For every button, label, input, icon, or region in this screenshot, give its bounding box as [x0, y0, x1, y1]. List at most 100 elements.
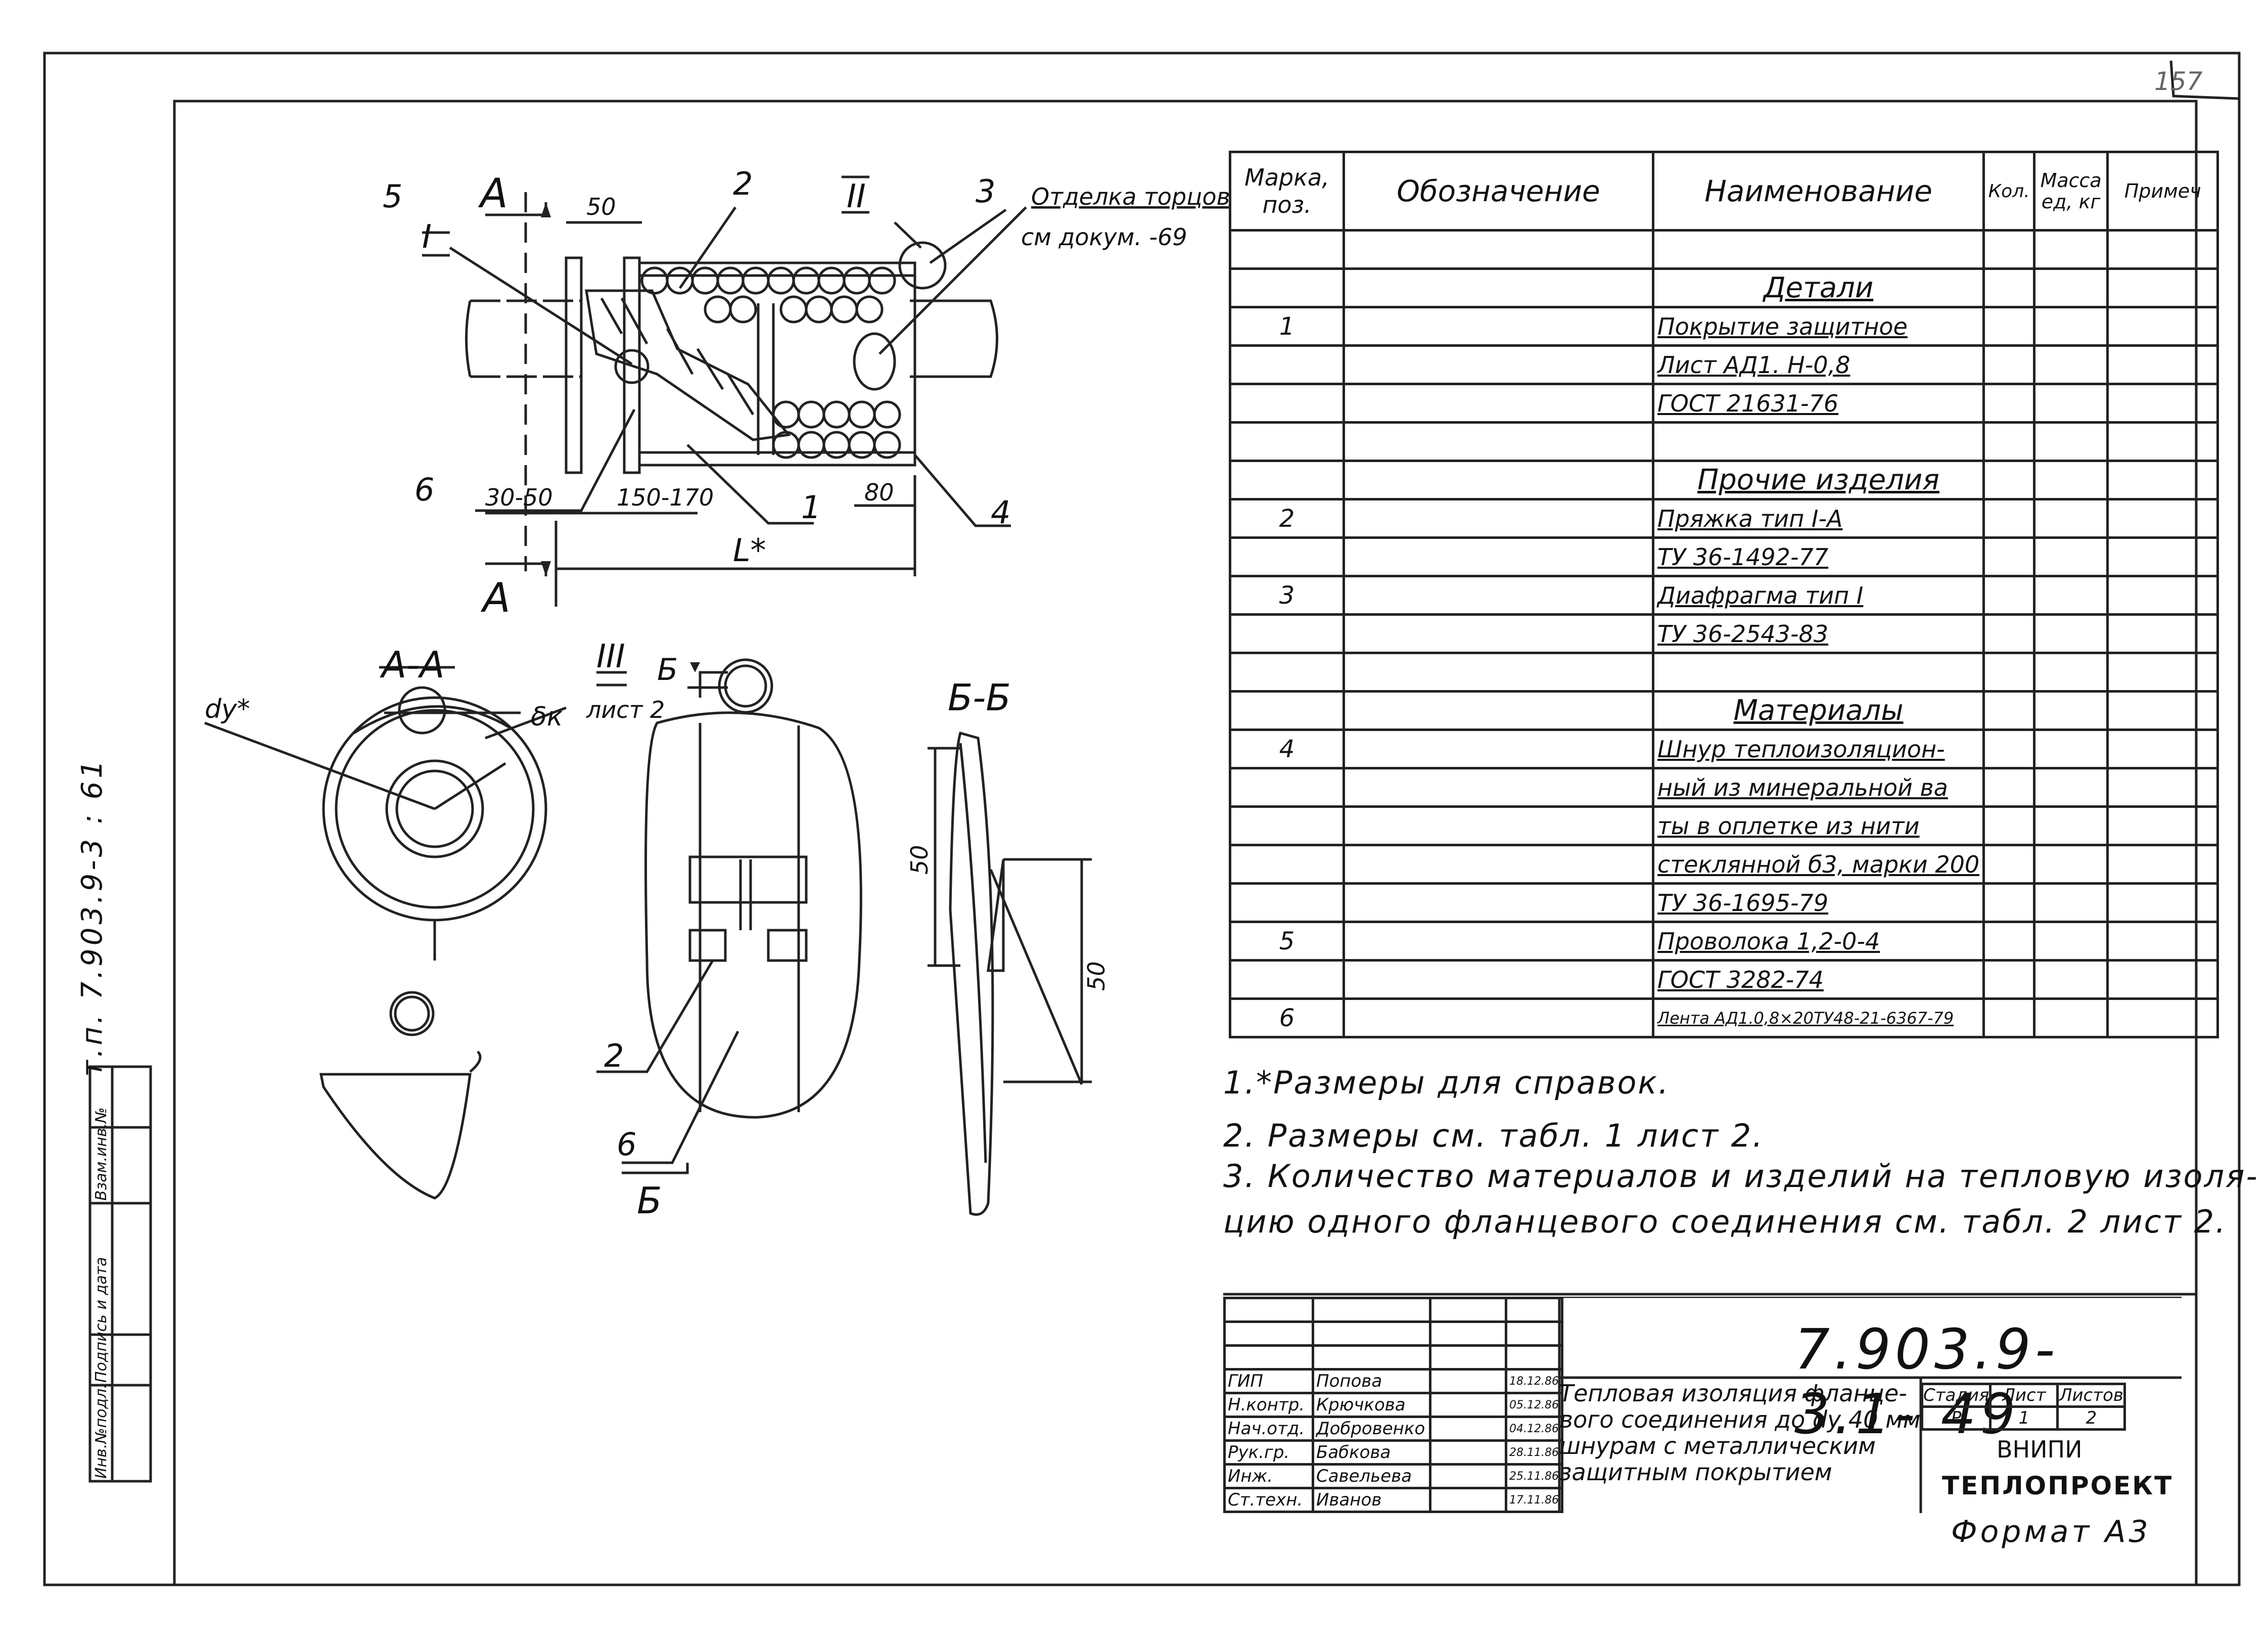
spec-row: Детали [1229, 267, 2219, 308]
col-header-name: Наименование [1651, 151, 1985, 232]
signature-date: 18.12.86 [1505, 1368, 1563, 1394]
spec-name-cell: ный из минеральной ва [1651, 767, 1985, 808]
spec-empty-cell [1982, 536, 2036, 577]
spec-row: ты в оплетке из нити [1229, 805, 2219, 846]
spec-row: ТУ 36-1492-77 [1229, 536, 2219, 577]
spec-name-cell [1651, 421, 1985, 462]
sheet-value: 1 [1989, 1405, 2059, 1431]
spec-empty-cell [1982, 267, 2036, 308]
spec-name-cell: ТУ 36-1695-79 [1651, 882, 1985, 923]
bb-dim-50-b: 50 [1083, 961, 1110, 991]
signature-blank-cell [1223, 1320, 1314, 1347]
spec-empty-cell [2106, 613, 2219, 654]
section-mark-a-bottom: А [480, 574, 511, 621]
spec-empty-cell [2106, 383, 2219, 424]
signature-mark [1429, 1392, 1507, 1418]
title-doc-code: 7.903.9-3.1- 49 [1794, 1317, 2059, 1446]
spec-pos-cell [1229, 460, 1345, 500]
spec-pos-cell: 5 [1229, 921, 1345, 962]
spec-row [1229, 421, 2219, 462]
signature-blank-cell [1429, 1297, 1507, 1323]
note-2: 2. Размеры см. табл. 1 лист 2. [1223, 1117, 1764, 1154]
signature-blank-cell [1312, 1320, 1431, 1347]
spec-empty-cell [2033, 805, 2109, 846]
spec-empty-cell [1343, 690, 1654, 731]
col-header-mass: Масса ед, кг [2033, 151, 2109, 232]
spec-empty-cell [1343, 229, 1654, 270]
signature-mark [1429, 1463, 1507, 1489]
paper-format: Формат А3 [1951, 1514, 2151, 1549]
spec-name-cell: Пряжка тип I-А [1651, 498, 1985, 539]
position-label-2: 2 [733, 165, 753, 202]
position-label-1: 1 [801, 489, 821, 526]
spec-empty-cell [1982, 921, 2036, 962]
spec-empty-cell [1343, 267, 1654, 308]
spec-name-cell: ТУ 36-2543-83 [1651, 613, 1985, 654]
signature-blank-cell [1223, 1344, 1314, 1371]
spec-empty-cell [1982, 805, 2036, 846]
col-header-note: Примеч [2106, 151, 2219, 232]
signature-date: 28.11.86 [1505, 1439, 1563, 1466]
signature-name: Бабкова [1312, 1439, 1431, 1466]
spec-empty-cell [2106, 767, 2219, 808]
spec-empty-cell [1343, 921, 1654, 962]
spec-empty-cell [2106, 959, 2219, 1000]
spec-empty-cell [2106, 728, 2219, 769]
spec-empty-cell [2106, 460, 2219, 500]
sheet-number: 157 [2154, 67, 2203, 96]
side-doc-code: т.п. 7.903.9-3 : 61 [76, 757, 109, 1077]
spec-empty-cell [1343, 728, 1654, 769]
dim-80: 80 [864, 479, 894, 506]
spec-section-heading: Материалы [1651, 690, 1985, 731]
signature-date: 17.11.86 [1505, 1487, 1563, 1513]
cord-rings-top [640, 266, 896, 324]
spec-empty-cell [2106, 690, 2219, 731]
spec-pos-cell [1229, 421, 1345, 462]
spec-empty-cell [2033, 613, 2109, 654]
spec-empty-cell [2033, 421, 2109, 462]
spec-empty-cell [1343, 805, 1654, 846]
section-aa [204, 666, 627, 961]
spec-empty-cell [1343, 344, 1654, 385]
spec-pos-cell [1229, 652, 1345, 693]
spec-empty-cell [2033, 575, 2109, 616]
spec-empty-cell [1343, 421, 1654, 462]
spec-row: ТУ 36-2543-83 [1229, 613, 2219, 654]
dim-150-170: 150-170 [617, 484, 714, 511]
detail-mark-iii: III [596, 638, 625, 675]
spec-empty-cell [2033, 306, 2109, 347]
spec-pos-cell [1229, 882, 1345, 923]
note-1: 1.*Размеры для справок. [1223, 1064, 1670, 1101]
signature-blank-cell [1312, 1297, 1431, 1323]
stage-header: Стадия [1920, 1383, 1992, 1408]
spec-name-cell [1651, 229, 1985, 270]
view-label-6: 6 [617, 1126, 636, 1163]
dim-30-50: 30-50 [485, 484, 553, 511]
spec-row: стеклянной б3, марки 200 [1229, 844, 2219, 885]
spec-empty-cell [2106, 805, 2219, 846]
bb-dim-50-a: 50 [906, 845, 933, 875]
spec-pos-cell [1229, 613, 1345, 654]
spec-name-cell [1651, 652, 1985, 693]
spec-empty-cell [2033, 498, 2109, 539]
spec-name-cell: ГОСТ 3282-74 [1651, 959, 1985, 1000]
spec-pos-cell [1229, 959, 1345, 1000]
spec-empty-cell [1982, 421, 2036, 462]
spec-empty-cell [2033, 997, 2109, 1038]
signature-mark [1429, 1368, 1507, 1394]
ends-note-line1: Отделка торцов [1031, 183, 1230, 210]
spec-pos-cell: 6 [1229, 997, 1345, 1038]
spec-empty-cell [2106, 575, 2219, 616]
spec-name-cell: стеклянной б3, марки 200 [1651, 844, 1985, 885]
spec-section-heading: Детали [1651, 267, 1985, 308]
spec-empty-cell [2033, 882, 2109, 923]
spec-row: ТУ 36-1695-79 [1229, 882, 2219, 923]
spec-empty-cell [1982, 652, 2036, 693]
spec-empty-cell [1982, 460, 2036, 500]
